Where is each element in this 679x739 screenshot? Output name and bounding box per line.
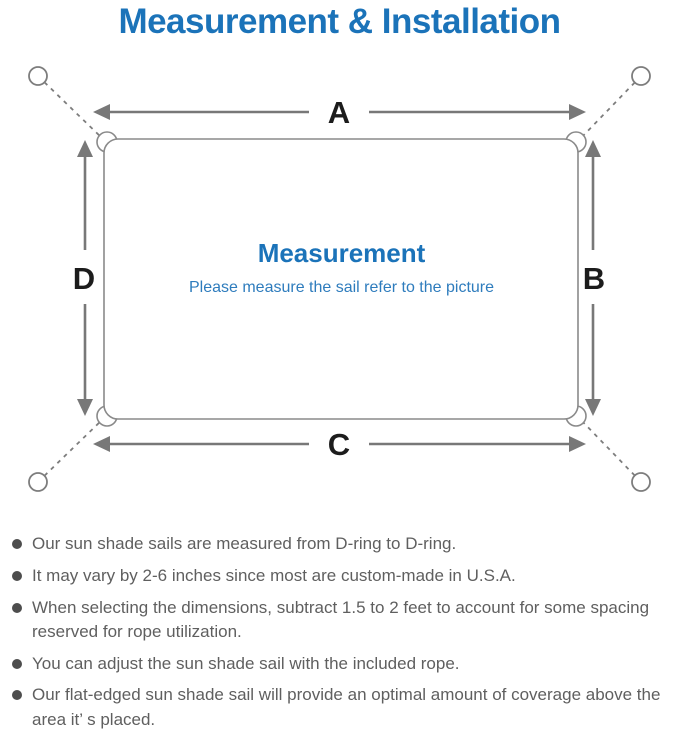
dimension-label-c: C [328,427,350,462]
measurement-notes-list: Our sun shade sails are measured from D-… [0,508,679,732]
rope-dashed-lines [37,75,642,483]
bullet-icon [12,602,22,613]
measurement-diagram: A B C D Measurement Please measure the s… [0,53,679,508]
note-text: Our flat-edged sun shade sail will provi… [32,685,661,730]
rope-line-top-right [578,75,642,141]
list-item: Our flat-edged sun shade sail will provi… [12,683,673,732]
page-title: Measurement & Installation [118,2,561,41]
bullet-icon [12,690,22,701]
sail-diagram-svg: A B C D [28,66,651,493]
note-text: It may vary by 2-6 inches since most are… [32,565,516,585]
dimension-arrow-d [77,140,93,417]
list-item: Our sun shade sails are measured from D-… [12,532,673,557]
anchor-points [28,66,651,493]
bullet-icon [12,570,22,581]
note-text: You can adjust the sun shade sail with t… [32,653,460,673]
list-item: It may vary by 2-6 inches since most are… [12,564,673,589]
dimension-label-d: D [73,261,95,296]
note-text: Our sun shade sails are measured from D-… [32,534,457,554]
anchor-point-bottom-left [28,472,48,493]
bullet-icon [12,539,22,550]
list-item: You can adjust the sun shade sail with t… [12,652,673,677]
bullet-icon [12,658,22,669]
note-text: When selecting the dimensions, subtract … [32,597,650,642]
dimension-arrow-c [93,436,586,453]
rope-line-bottom-right [578,417,642,483]
dimension-label-b: B [583,261,605,296]
rope-line-top-left [37,75,105,141]
dimension-arrow-b [585,140,601,417]
sail-outline [103,138,579,421]
dimension-label-a: A [328,95,350,130]
anchor-point-top-left [28,66,48,87]
list-item: When selecting the dimensions, subtract … [12,596,673,645]
anchor-point-bottom-right [631,472,651,493]
anchor-point-top-right [631,66,651,87]
dimension-arrow-a [93,104,586,121]
rope-line-bottom-left [37,417,105,483]
